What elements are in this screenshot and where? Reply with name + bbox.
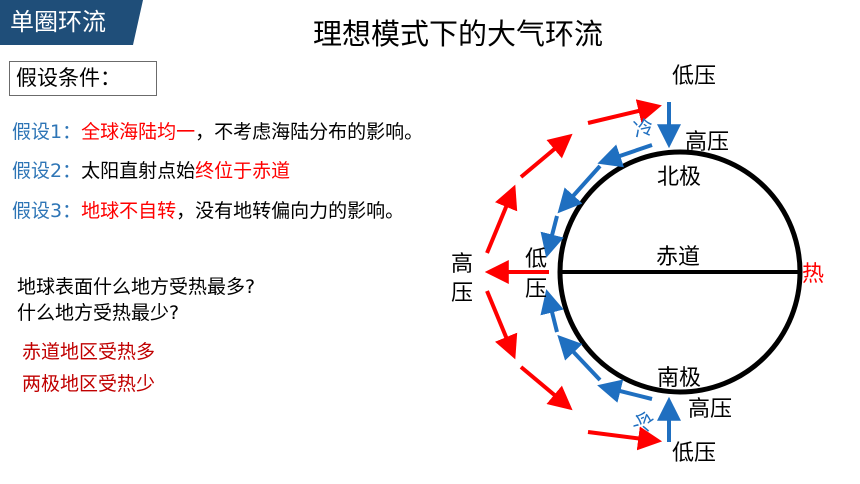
surface-arrow-s1 (597, 379, 653, 403)
north-pole-label: 北极 (657, 165, 701, 190)
surface-arrow-s2 (557, 334, 602, 382)
upper-arrow-n1 (485, 184, 518, 254)
heat-label: 热 (802, 262, 824, 287)
south-upper-low-label: 低压 (672, 441, 716, 466)
conditions-heading: 假设条件： (9, 61, 157, 96)
assumption-1: 假设1：全球海陆均一，不考虑海陆分布的影响。 (12, 119, 423, 145)
equator-label: 赤道 (656, 245, 700, 270)
assumption-2-highlight: 终位于赤道 (195, 160, 291, 182)
section-badge-label: 单圈环流 (10, 8, 106, 36)
assumption-3: 假设3：地球不自转，没有地转偏向力的影响。 (12, 198, 404, 224)
surface-arrow-n1 (597, 143, 653, 168)
south-surface-high-label: 高压 (688, 397, 732, 422)
surface-low-char-1: 低 (525, 247, 547, 272)
answer-2: 两极地区受热少 (22, 373, 156, 395)
north-upper-low-label: 低压 (672, 64, 716, 89)
answer-1: 赤道地区受热多 (22, 341, 156, 363)
question-2: 什么地方受热最少? (17, 302, 180, 324)
assumption-2-label: 假设2： (12, 160, 82, 182)
upper-arrow-n2 (519, 133, 573, 179)
assumption-1-label: 假设1： (12, 121, 82, 143)
assumption-3-label: 假设3： (12, 200, 82, 222)
assumption-1-rest: ，不考虑海陆分布的影响。 (195, 121, 424, 143)
question-1: 地球表面什么地方受热最多? (17, 276, 256, 298)
surface-arrow-n2 (557, 164, 602, 214)
south-pole-label: 南极 (657, 366, 701, 391)
surface-arrow-n3 (540, 215, 564, 258)
surface-low-char-2: 压 (525, 277, 547, 302)
assumption-2: 假设2：太阳直射点始终位于赤道 (12, 158, 290, 184)
assumption-3-rest: ，没有地转偏向力的影响。 (176, 200, 405, 222)
assumption-3-highlight: 地球不自转 (81, 200, 177, 222)
assumption-1-highlight: 全球海陆均一 (81, 121, 196, 143)
north-surface-high-label: 高压 (685, 130, 729, 155)
cold-label-south: 冷 (630, 408, 659, 434)
upper-arrow-s2 (519, 365, 573, 411)
upper-arrow-s1 (485, 290, 518, 360)
cold-label-north: 冷 (631, 114, 656, 142)
section-badge (0, 0, 143, 45)
page-title: 理想模式下的大气环流 (312, 17, 603, 51)
upper-high-char-1: 高 (451, 252, 473, 277)
upper-arrow-s3 (587, 426, 663, 451)
surface-arrow-s3 (540, 289, 564, 333)
upper-high-char-2: 压 (451, 281, 473, 306)
upper-arrow-n3 (587, 99, 662, 125)
assumption-2-pre: 太阳直射点始 (81, 160, 196, 182)
